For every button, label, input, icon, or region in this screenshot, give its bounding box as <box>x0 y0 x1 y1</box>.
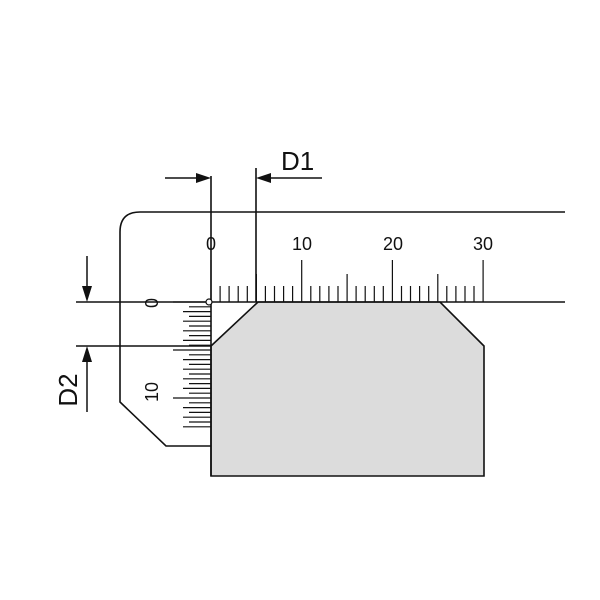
h-tick-label-0: 0 <box>206 234 216 254</box>
h-tick-label-20: 20 <box>383 234 403 254</box>
d1-dimension-arrows <box>165 173 322 183</box>
workpiece <box>210 301 485 477</box>
h-tick-label-10: 10 <box>292 234 312 254</box>
vertical-scale-ticks <box>173 301 211 428</box>
d1-label: D1 <box>281 146 314 176</box>
horizontal-scale-ticks <box>210 260 484 302</box>
d2-dimension-arrows <box>82 256 92 412</box>
h-tick-label-30: 30 <box>473 234 493 254</box>
origin-marker <box>205 298 213 306</box>
v-tick-label-10: 10 <box>142 382 162 402</box>
d2-label: D2 <box>53 373 83 406</box>
v-tick-label-0: 0 <box>142 298 162 308</box>
